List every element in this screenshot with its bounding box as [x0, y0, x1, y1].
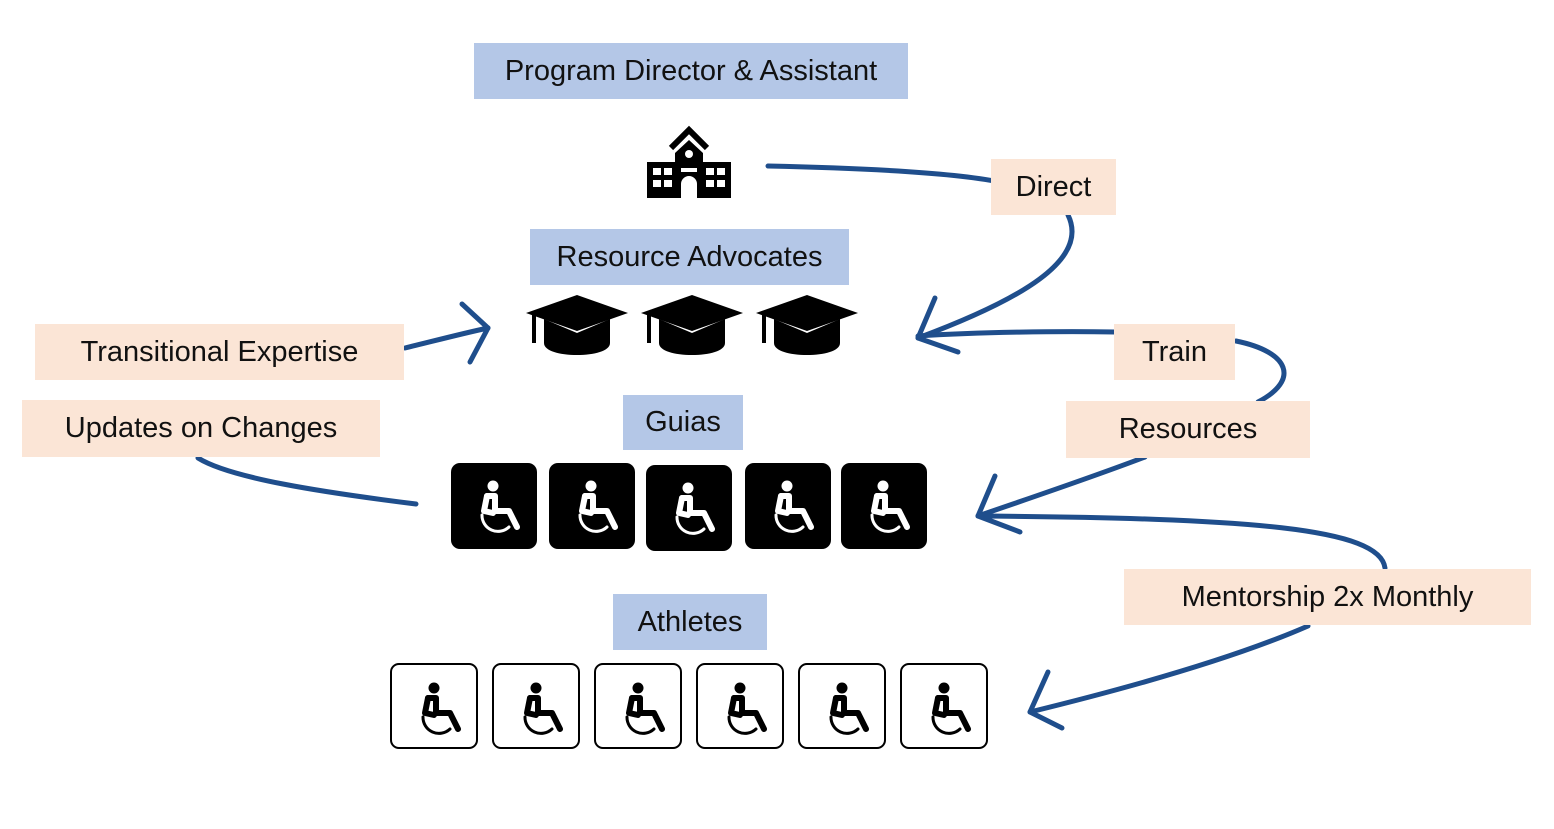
athlete-wheelchair-icon: [594, 663, 682, 749]
arrowhead-transitional: [459, 301, 491, 365]
arrow-train: [915, 329, 1118, 339]
arrowhead-athletes: [1027, 669, 1065, 731]
athlete-wheelchair-icon: [390, 663, 478, 749]
action-label-train: Train: [1114, 324, 1235, 380]
action-label-updates-on-changes: Updates on Changes: [22, 400, 380, 457]
action-label-mentorship: Mentorship 2x Monthly: [1124, 569, 1531, 625]
guia-wheelchair-icon: [841, 463, 927, 549]
athlete-wheelchair-icon: [798, 663, 886, 749]
action-label-direct: Direct: [991, 159, 1116, 215]
guia-wheelchair-icon: [549, 463, 635, 549]
arrow-mentorship-guias: [975, 513, 1388, 571]
guia-wheelchair-icon: [646, 465, 732, 551]
action-label-resources: Resources: [1066, 401, 1310, 458]
athlete-wheelchair-icon: [900, 663, 988, 749]
athlete-wheelchair-icon: [492, 663, 580, 749]
graduation-cap-icon: [524, 293, 630, 360]
arrow-mentorship-athletes: [1027, 623, 1311, 715]
school-building-icon: [647, 125, 731, 198]
guia-wheelchair-icon: [451, 463, 537, 549]
arrow-transitional: [402, 325, 491, 351]
arrow-resources: [975, 338, 1287, 519]
guia-wheelchair-icon: [745, 463, 831, 549]
role-label-resource-advocates: Resource Advocates: [530, 229, 849, 285]
role-label-guias: Guias: [623, 395, 743, 450]
athlete-wheelchair-icon: [696, 663, 784, 749]
graduation-cap-icon: [639, 293, 745, 360]
graduation-cap-icon: [754, 293, 860, 360]
arrow-direct: [765, 163, 1075, 341]
role-label-athletes: Athletes: [613, 594, 767, 650]
action-label-transitional-expertise: Transitional Expertise: [35, 324, 404, 380]
role-label-program-director: Program Director & Assistant: [474, 43, 908, 99]
